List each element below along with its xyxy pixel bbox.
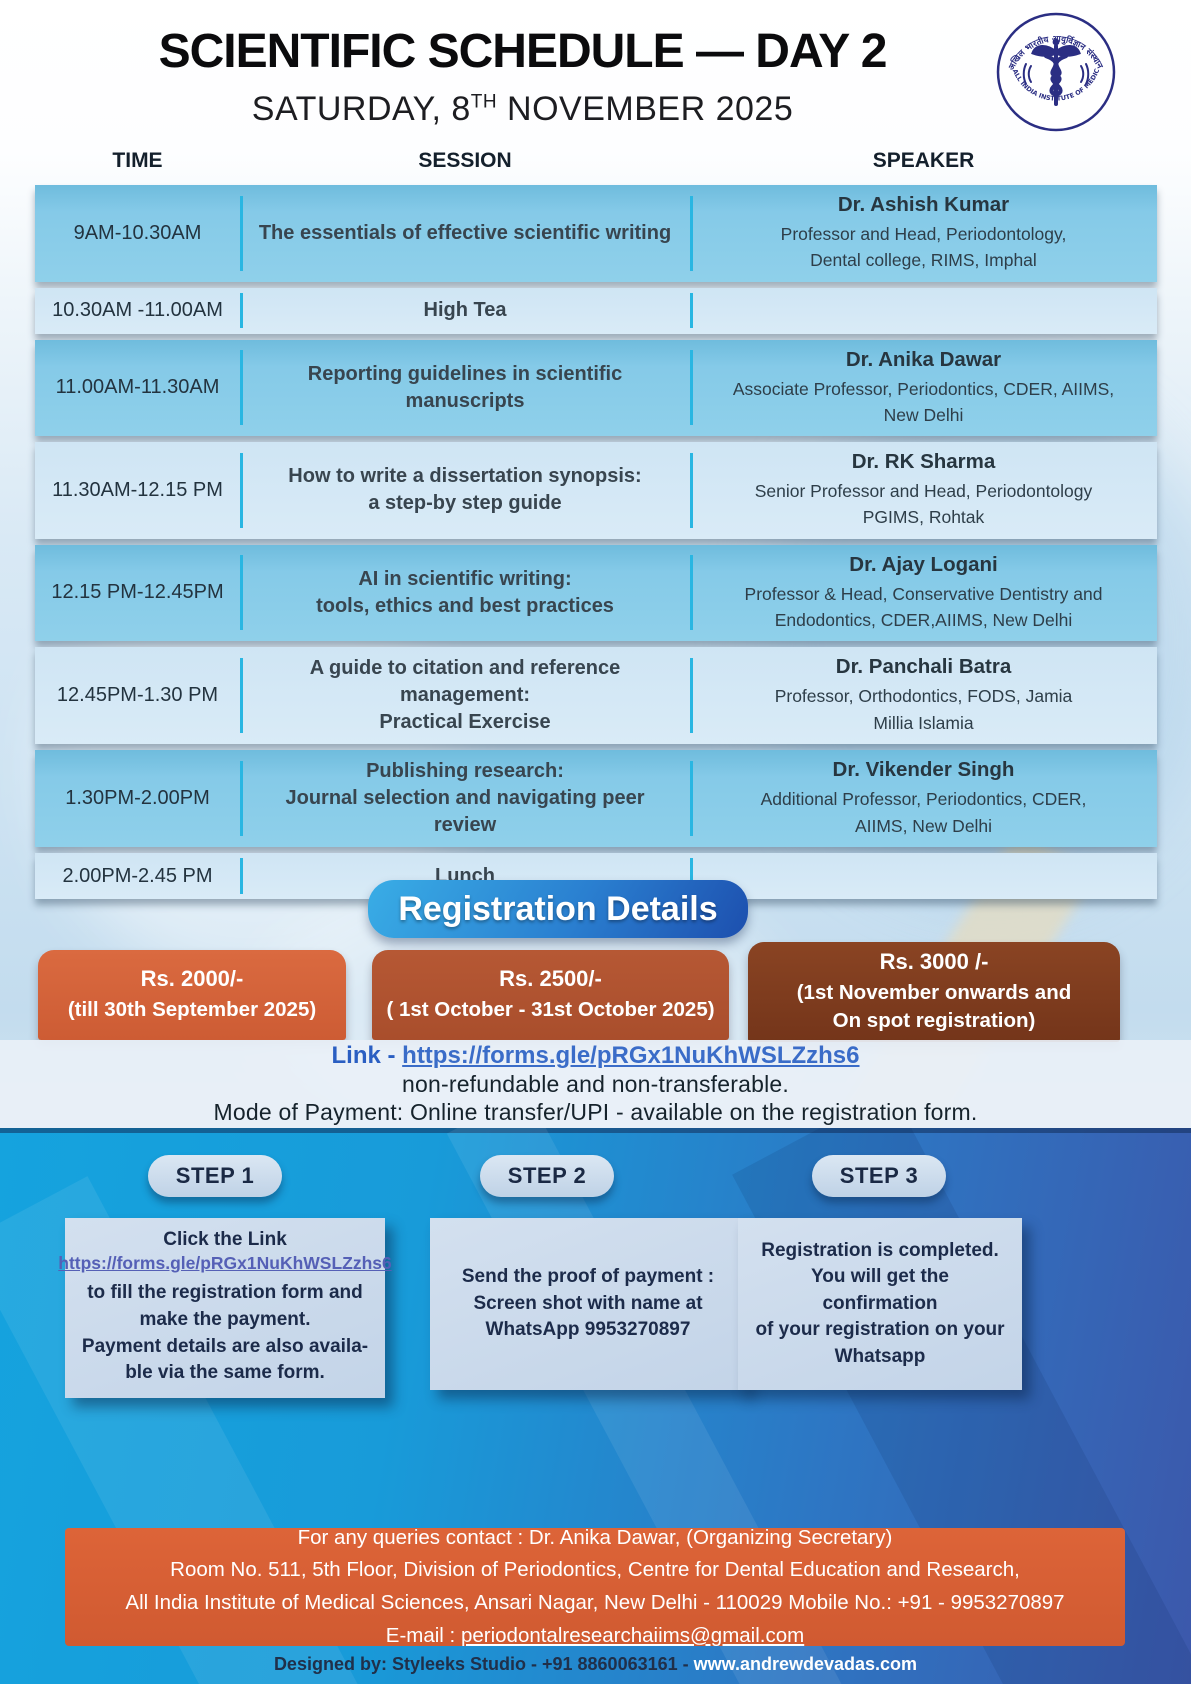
time-cell: 9AM-10.30AM [73, 221, 202, 244]
time-cell: 2.00PM-2.45 PM [62, 864, 213, 887]
speaker-cell [690, 853, 1157, 899]
tier-period: ( 1st October - 31st October 2025) [386, 998, 715, 1022]
table-row: 11.30AM-12.15 PM How to write a disserta… [35, 442, 1157, 539]
step-2-body: Send the proof of payment : Screen shot … [461, 1266, 715, 1341]
tier-price: Rs. 2500/- [499, 966, 602, 992]
schedule-table: 9AM-10.30AM The essentials of effective … [35, 185, 1157, 905]
date-ordinal: TH [470, 91, 498, 113]
registration-link-line: Link - https://forms.gle/pRGx1NuKhWSLZzh… [331, 1042, 859, 1070]
caduceus-icon [1022, 38, 1090, 106]
payment-mode-note: Mode of Payment: Online transfer/UPI - a… [213, 1099, 978, 1125]
date-prefix: SATURDAY, 8 [251, 90, 471, 128]
speaker-cell: Dr. RK Sharma Senior Professor and Head,… [690, 442, 1157, 539]
speaker-name: Dr. Ajay Logani [849, 552, 998, 576]
registration-form-link[interactable]: https://forms.gle/pRGx1NuKhWSLZzhs6 [402, 1042, 860, 1069]
speaker-detail: Senior Professor and Head, Periodontolog… [754, 481, 1093, 528]
registration-tier-3: Rs. 3000 /- (1st November onwards and On… [748, 942, 1120, 1042]
table-row: 12.15 PM-12.45PM AI in scientific writin… [35, 544, 1157, 642]
contact-line-2: Room No. 511, 5th Floor, Division of Per… [170, 1558, 1020, 1582]
contact-box: For any queries contact : Dr. Anika Dawa… [65, 1526, 1125, 1647]
table-row: 9AM-10.30AM The essentials of effective … [35, 185, 1157, 282]
speaker-cell [690, 288, 1157, 334]
speaker-name: Dr. Vikender Singh [832, 758, 1015, 782]
speaker-name: Dr. Ashish Kumar [837, 193, 1010, 216]
speaker-cell: Dr. Panchali Batra Professor, Orthodonti… [690, 647, 1157, 744]
speaker-cell: Dr. Anika Dawar Associate Professor, Per… [690, 340, 1157, 437]
date-rest: NOVEMBER 2025 [497, 90, 794, 128]
event-date: SATURDAY, 8TH NOVEMBER 2025 [0, 90, 1045, 129]
contact-email-line: E-mail : periodontalresearchaiims@gmail.… [386, 1621, 804, 1652]
tier-price: Rs. 2000/- [140, 966, 244, 992]
session-cell: High Tea [240, 288, 690, 334]
contact-line-1: For any queries contact : Dr. Anika Dawa… [297, 1525, 893, 1549]
speaker-detail: Professor and Head, Periodontology, Dent… [780, 224, 1067, 271]
designer-credit-text: Designed by: Styleeks Studio - +91 88600… [273, 1654, 694, 1674]
tier-period: (1st November onwards and On spot regist… [796, 981, 1072, 1032]
step-3-box: Registration is completed. You will get … [738, 1218, 1022, 1390]
time-cell: 12.45PM-1.30 PM [56, 684, 219, 706]
speaker-detail: Additional Professor, Periodontics, CDER… [760, 789, 1087, 836]
column-header-speaker: SPEAKER [872, 149, 975, 172]
session-cell: Reporting guidelines in scientific manus… [240, 340, 690, 437]
designer-credit: Designed by: Styleeks Studio - +91 88600… [0, 1654, 1191, 1675]
step-1-intro: Click the Link [163, 1229, 287, 1251]
email-label: E-mail : [385, 1623, 461, 1647]
registration-link-band: Link - https://forms.gle/pRGx1NuKhWSLZzh… [0, 1040, 1191, 1128]
designer-website: www.andrewdevadas.com [693, 1654, 918, 1674]
session-cell: How to write a dissertation synopsis: a … [240, 442, 690, 539]
registration-tier-1: Rs. 2000/- (till 30th September 2025) [38, 950, 346, 1040]
page-title: SCIENTIFIC SCHEDULE — DAY 2 [158, 25, 888, 78]
speaker-name: Dr. RK Sharma [851, 450, 996, 473]
table-row: 2.00PM-2.45 PM Lunch [35, 853, 1157, 899]
contact-email-link[interactable]: periodontalresearchaiims@gmail.com [460, 1623, 805, 1647]
step-1-body: to fill the registration form and make t… [81, 1282, 369, 1384]
registration-tier-2: Rs. 2500/- ( 1st October - 31st October … [372, 950, 729, 1040]
speaker-name: Dr. Panchali Batra [835, 655, 1012, 679]
column-header-time: TIME [112, 149, 163, 172]
session-cell: AI in scientific writing: tools, ethics … [240, 545, 690, 642]
speaker-detail: Associate Professor, Periodontics, CDER,… [732, 378, 1115, 425]
column-header-session: SESSION [418, 149, 512, 172]
session-cell: The essentials of effective scientific w… [240, 185, 690, 282]
time-cell: 11.30AM-12.15 PM [52, 478, 223, 501]
time-cell: 10.30AM -11.00AM [52, 299, 223, 321]
speaker-detail: Professor, Orthodontics, FODS, Jamia Mil… [774, 686, 1073, 733]
step-1-pill: STEP 1 [148, 1155, 282, 1197]
tier-price: Rs. 3000 /- [879, 949, 989, 975]
table-row: 11.00AM-11.30AM Reporting guidelines in … [35, 339, 1157, 437]
table-header: TIME SESSION SPEAKER [35, 149, 1157, 173]
step-1-box: Click the Link https://forms.gle/pRGx1Nu… [58, 1218, 392, 1398]
step-2-box: Send the proof of payment : Screen shot … [430, 1218, 746, 1390]
step-1-form-link[interactable]: https://forms.gle/pRGx1NuKhWSLZzhs6 [58, 1253, 392, 1274]
refund-note: non-refundable and non-transferable. [402, 1071, 789, 1097]
table-row: 10.30AM -11.00AM High Tea [35, 287, 1157, 334]
time-cell: 1.30PM-2.00PM [65, 787, 210, 809]
speaker-name: Dr. Anika Dawar [845, 347, 1002, 371]
speaker-cell: Dr. Vikender Singh Additional Professor,… [690, 750, 1157, 847]
session-cell: A guide to citation and reference manage… [240, 647, 690, 744]
contact-line-3: All India Institute of Medical Sciences,… [125, 1591, 1065, 1614]
tier-period: (till 30th September 2025) [67, 998, 317, 1022]
table-row: 1.30PM-2.00PM Publishing research: Journ… [35, 750, 1157, 847]
speaker-detail: Professor & Head, Conservative Dentistry… [744, 583, 1103, 630]
speaker-cell: Dr. Ashish Kumar Professor and Head, Per… [690, 185, 1157, 282]
time-cell: 11.00AM-11.30AM [55, 376, 220, 399]
registration-details-heading: Registration Details [368, 880, 748, 938]
link-label: Link - [331, 1042, 403, 1069]
session-cell: Publishing research: Journal selection a… [240, 750, 690, 847]
step-3-pill: STEP 3 [812, 1155, 946, 1197]
table-row: 12.45PM-1.30 PM A guide to citation and … [35, 647, 1157, 744]
time-cell: 12.15 PM-12.45PM [51, 581, 224, 604]
aiims-logo: अखिल भारतीय आयुर्विज्ञान संस्थान ALL IND… [996, 12, 1116, 132]
step-2-pill: STEP 2 [480, 1155, 614, 1197]
speaker-cell: Dr. Ajay Logani Professor & Head, Conser… [690, 545, 1157, 642]
step-3-body: Registration is completed. You will get … [755, 1239, 1005, 1367]
